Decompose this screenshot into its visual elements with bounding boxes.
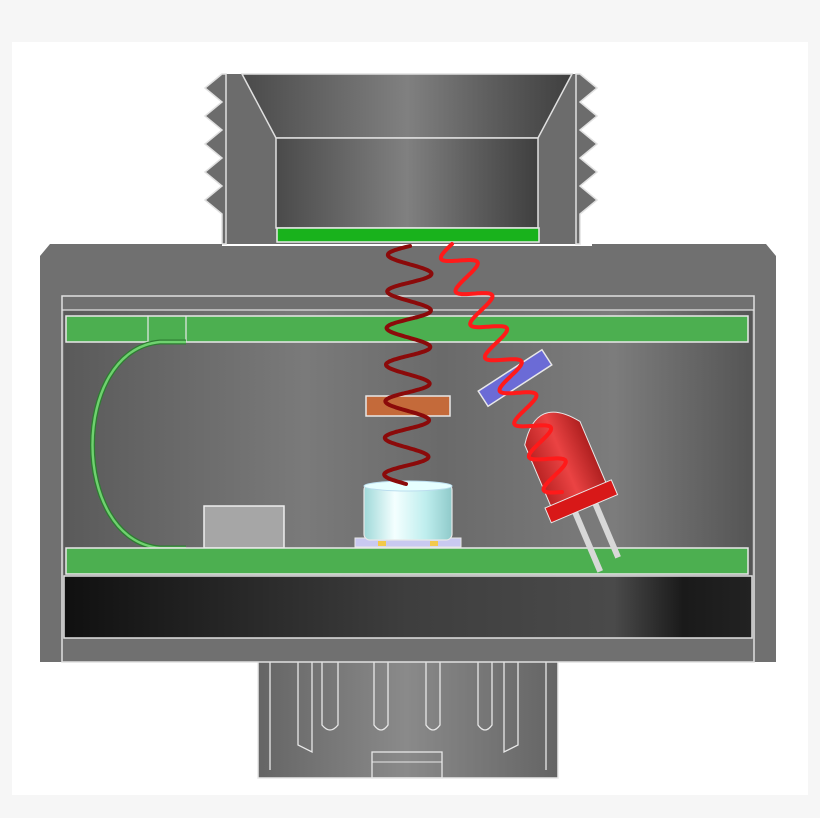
base-block — [63, 575, 753, 639]
photodetector — [354, 480, 462, 548]
thread-profile-left — [203, 73, 227, 245]
reflected-light-wave — [382, 244, 434, 486]
lower-pcb — [65, 547, 749, 575]
flex-cable — [90, 339, 186, 551]
optical-filter-blue — [477, 348, 553, 408]
smd-chip — [203, 505, 285, 549]
optical-window — [276, 227, 540, 243]
emitted-light-wave — [438, 242, 568, 495]
thread-profile-right — [575, 73, 599, 245]
threaded-neck — [203, 73, 599, 245]
